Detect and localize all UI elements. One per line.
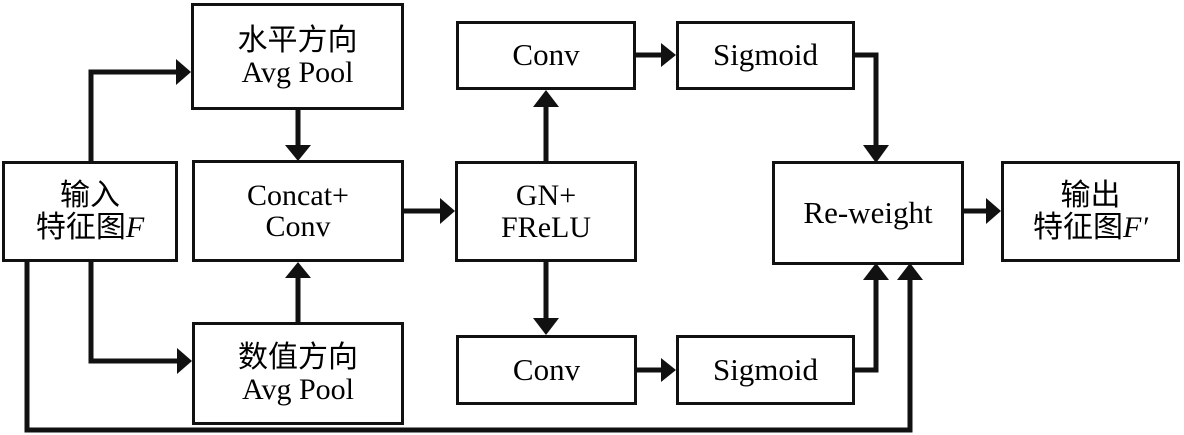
edge-sigmoid-bottom-to-re-weight xyxy=(855,280,879,373)
concat-conv-label-line1: Concat+ xyxy=(247,178,349,212)
re-weight-label: Re-weight xyxy=(803,194,933,230)
arrowhead-conv-bottom-to-sigmoid-bottom xyxy=(661,358,676,382)
arrowhead-sigmoid-bottom-to-re-weight xyxy=(863,263,889,280)
conv-bottom-label: Conv xyxy=(512,351,581,387)
h-avgpool-label-line1: 水平方向 xyxy=(237,23,358,59)
node-gn-frelu[interactable]: GN+ FReLU xyxy=(455,161,637,262)
arrowhead-gn-frelu-to-conv-top xyxy=(533,90,559,107)
edge-input-to-v-avgpool xyxy=(88,261,177,364)
conv-top-label: Conv xyxy=(512,37,580,73)
input-label-line1: 输入 xyxy=(60,178,120,214)
node-concat-conv[interactable]: Concat+ Conv xyxy=(192,160,404,262)
node-conv-top[interactable]: Conv xyxy=(456,21,636,90)
node-sigmoid-top[interactable]: Sigmoid xyxy=(676,21,855,90)
arrowhead-input-to-v-avgpool xyxy=(177,348,192,374)
node-vertical-avg-pool[interactable]: 数值方向 Avg Pool xyxy=(192,322,404,425)
input-label-line2-symbol: F xyxy=(125,210,145,244)
arrowhead-concat-conv-to-gn-frelu xyxy=(440,198,455,224)
arrowhead-v-avgpool-to-concat-conv xyxy=(285,262,311,278)
arrowhead-re-weight-to-output xyxy=(986,198,1001,224)
arrowhead-input-to-h-avgpool xyxy=(176,59,191,85)
output-label-line2-plain: 特征图 xyxy=(1033,209,1124,245)
arrowhead-h-avgpool-to-concat-conv xyxy=(285,145,311,161)
output-label-line2-symbol: F′ xyxy=(1123,210,1148,244)
output-label-line2: 特征图F′ xyxy=(1033,209,1148,245)
gn-frelu-label-line1: GN+ xyxy=(515,179,577,213)
node-conv-bottom[interactable]: Conv xyxy=(456,335,637,405)
node-output-feature-map[interactable]: 输出 特征图F′ xyxy=(1001,161,1180,262)
input-label-line2-plain: 特征图 xyxy=(35,209,126,245)
arrowhead-conv-top-to-sigmoid-top xyxy=(661,43,676,67)
concat-conv-label-line2: Conv xyxy=(265,210,331,243)
arrowhead-gn-frelu-to-conv-bottom xyxy=(533,318,559,335)
h-avgpool-label-line2: Avg Pool xyxy=(241,55,354,89)
node-horizontal-avg-pool[interactable]: 水平方向 Avg Pool xyxy=(191,3,404,110)
sigmoid-top-label: Sigmoid xyxy=(712,37,819,73)
v-avgpool-label-line1: 数值方向 xyxy=(238,340,358,376)
arrowhead-input-residual-to-re-weight xyxy=(897,263,923,280)
edge-sigmoid-top-to-re-weight xyxy=(855,52,879,145)
edge-input-to-h-avgpool xyxy=(88,69,176,161)
gn-frelu-label-line2: FReLU xyxy=(501,210,591,244)
node-re-weight[interactable]: Re-weight xyxy=(772,161,964,265)
v-avgpool-label-line2: Avg Pool xyxy=(242,372,354,406)
node-input-feature-map[interactable]: 输入 特征图F xyxy=(2,161,178,262)
node-sigmoid-bottom[interactable]: Sigmoid xyxy=(676,335,855,405)
sigmoid-bottom-label: Sigmoid xyxy=(712,351,819,387)
input-label-line2: 特征图F xyxy=(35,209,145,245)
output-label-line1: 输出 xyxy=(1060,178,1121,214)
